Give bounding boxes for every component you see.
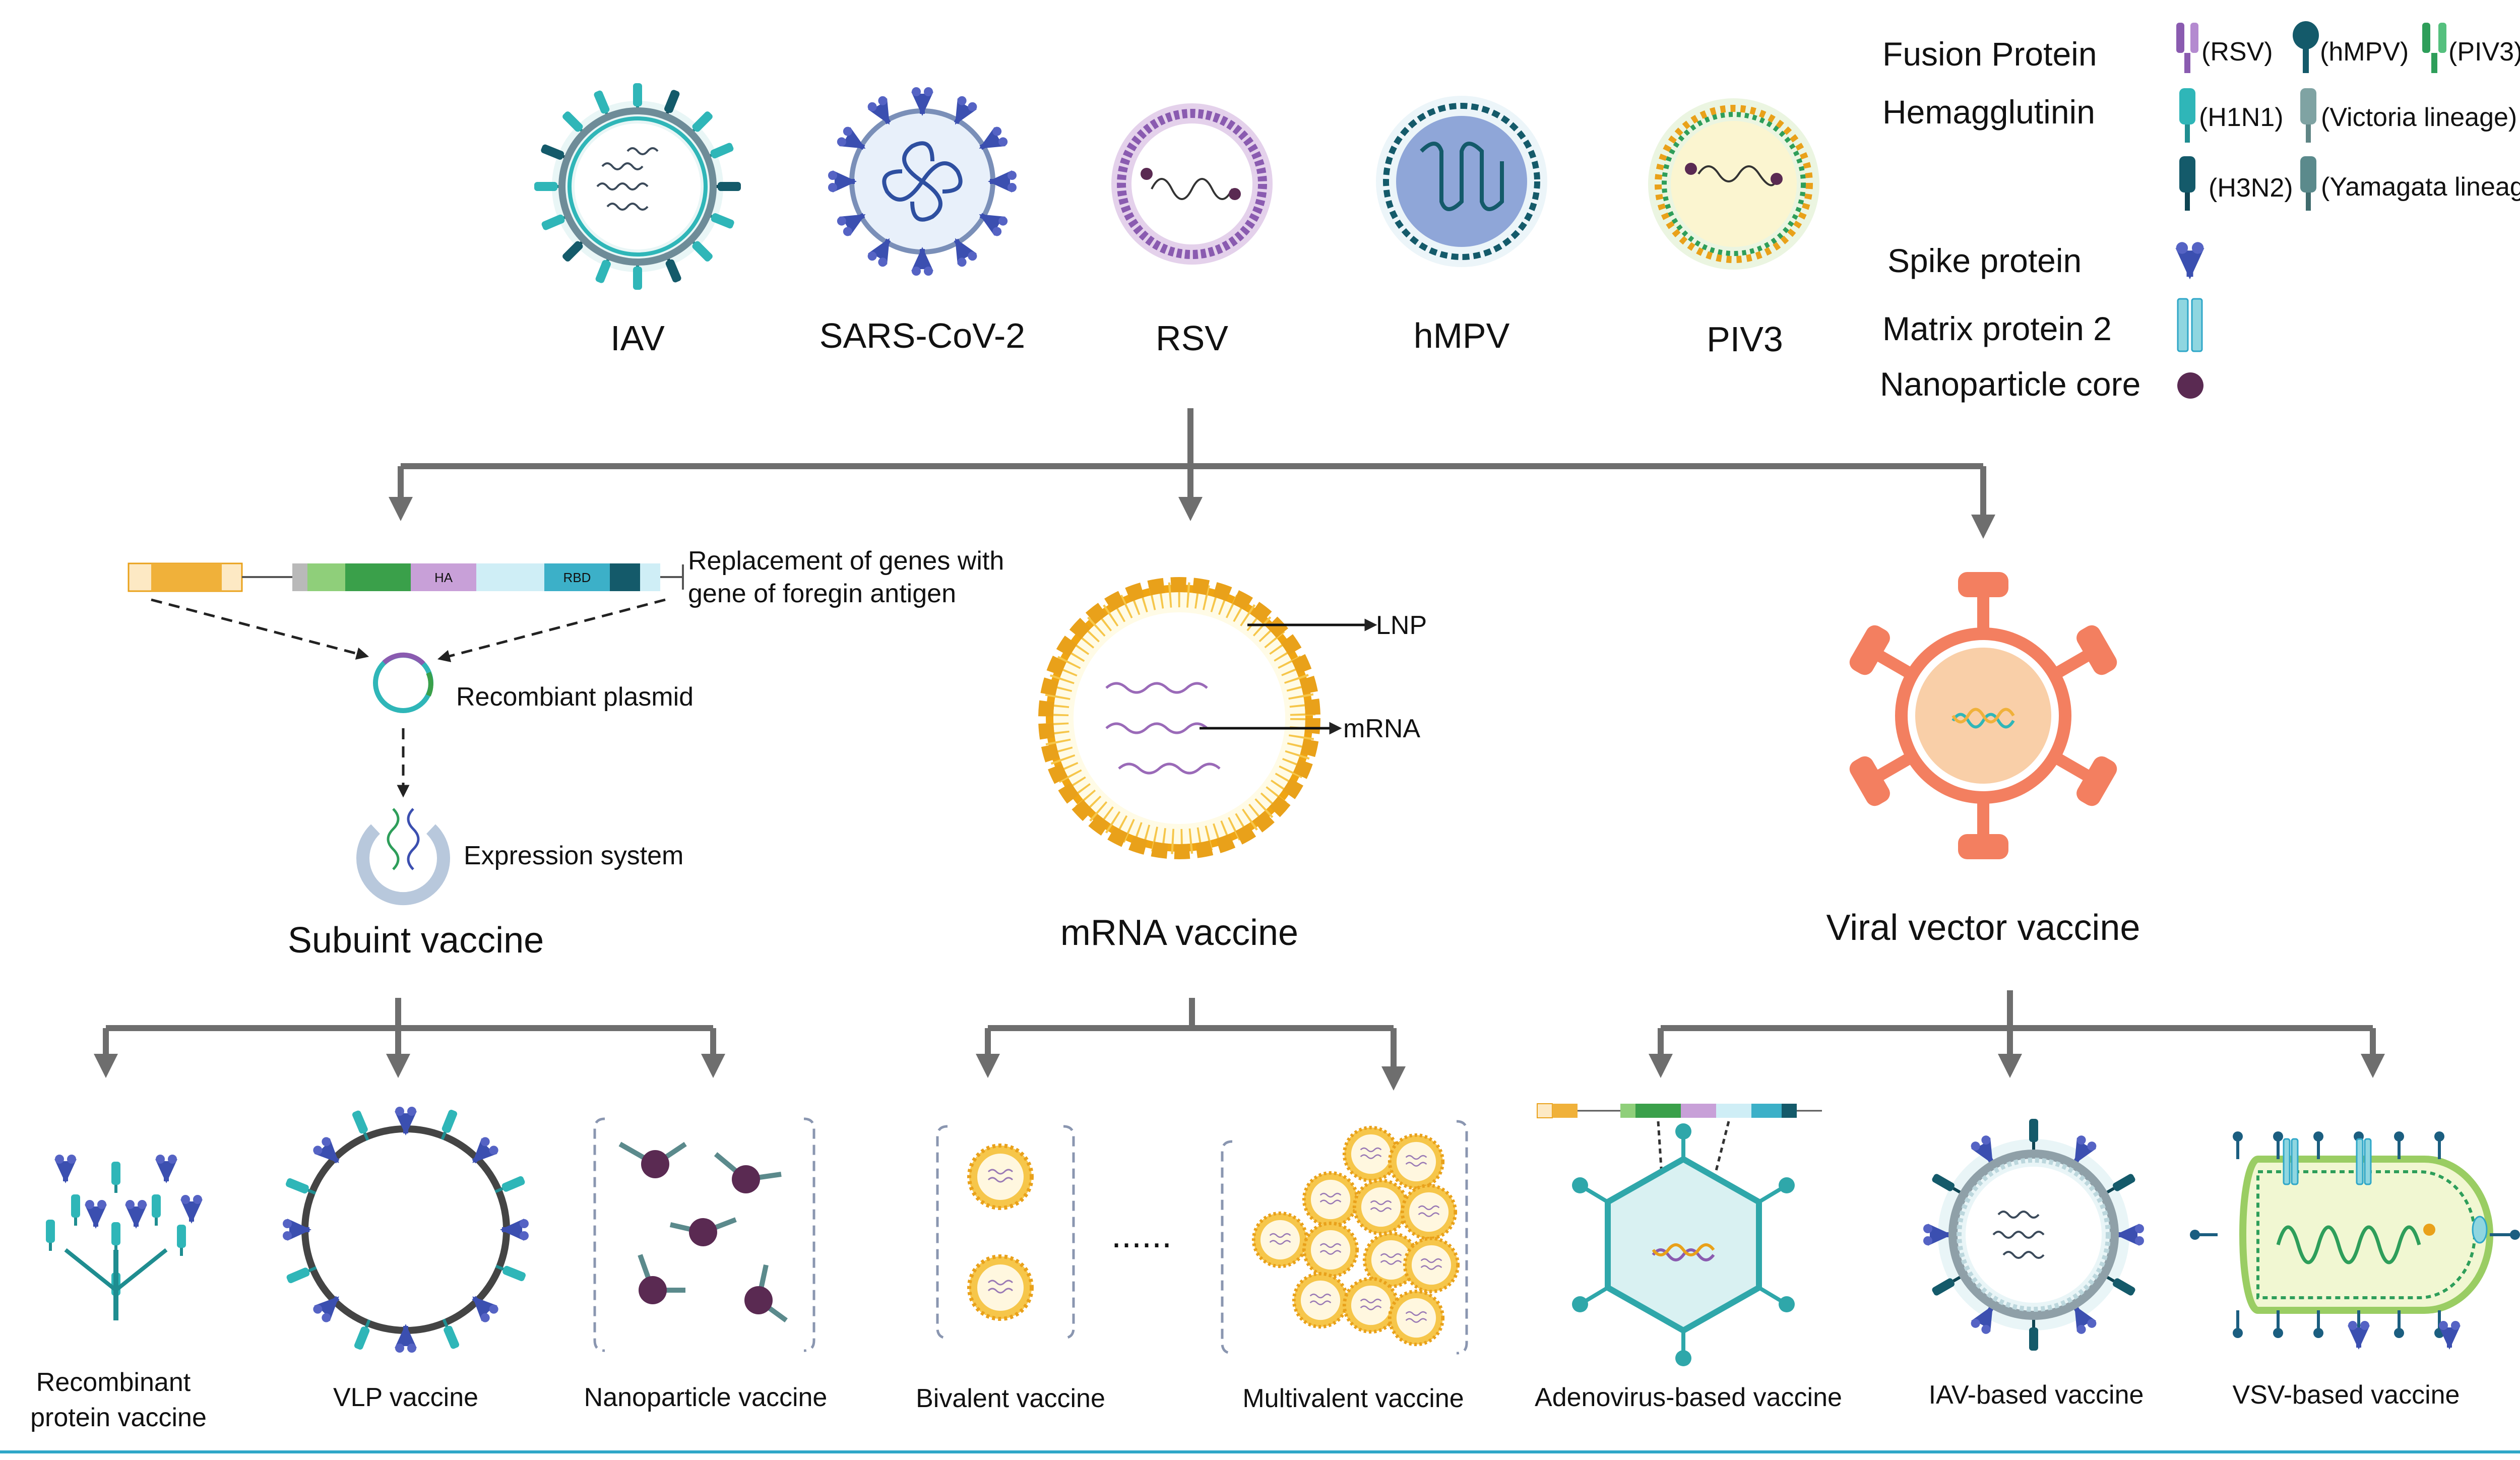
- expression-system-label: Expression system: [464, 841, 683, 870]
- vsv-based-label: VSV-based vaccine: [2233, 1380, 2460, 1410]
- mrna-vaccine-title: mRNA vaccine: [1060, 913, 1298, 953]
- gene-construct: [128, 562, 684, 592]
- recombinant-label-line1: Recombinant: [36, 1368, 191, 1397]
- legend-fusion-protein: Fusion Protein: [1882, 35, 2097, 73]
- ha-yamagata-icon: [2300, 156, 2316, 211]
- multivalent-icon: [1221, 1120, 1468, 1355]
- gene-ha-label: HA: [434, 570, 453, 585]
- virus-label-iav: IAV: [610, 319, 665, 358]
- ha-h3n2-icon: [2179, 156, 2195, 211]
- plasmid-dashed-arrows: [151, 598, 666, 798]
- replacement-label-line2: gene of foregin antigen: [688, 579, 956, 608]
- legend-fusion-piv3: (PIV3): [2448, 37, 2520, 67]
- fusion-protein-rsv-icon: [2176, 23, 2198, 73]
- vlp-icon: [283, 1107, 529, 1353]
- legend-matrix-protein: Matrix protein 2: [1882, 310, 2112, 347]
- spike-protein-icon: [2175, 242, 2204, 280]
- ha-h1n1-icon: [2179, 88, 2195, 143]
- legend-hemagglutinin: Hemagglutinin: [1882, 93, 2095, 131]
- recombinant-plasmid-label: Recombiant plasmid: [456, 682, 694, 712]
- lnp-label: LNP: [1376, 611, 1427, 640]
- virus-label-piv3: PIV3: [1707, 320, 1783, 359]
- iav-based-label: IAV-based vaccine: [1929, 1380, 2144, 1410]
- mrna-label: mRNA: [1343, 714, 1420, 743]
- subunit-vaccine-title: Subuint vaccine: [288, 920, 544, 961]
- legend-ha-h3n2: (H3N2): [2209, 173, 2293, 203]
- fusion-protein-hmpv-icon: [2293, 21, 2319, 73]
- virus-label-rsv: RSV: [1156, 319, 1228, 358]
- fusion-protein-piv3-icon: [2422, 23, 2446, 73]
- legend-ha-h1n1: (H1N1): [2199, 103, 2284, 132]
- plasmid-icon: [373, 652, 433, 713]
- sars-cov-2-virus-icon: [828, 87, 1017, 276]
- recombinant-protein-icon: [46, 1155, 203, 1320]
- piv3-virus-icon: [1648, 98, 1819, 270]
- legend-nanoparticle-core: Nanoparticle core: [1880, 365, 2140, 403]
- legend-fusion-hmpv: (hMPV): [2320, 37, 2409, 67]
- nanoparticle-core-icon: [2177, 372, 2203, 399]
- legend-fusion-rsv: (RSV): [2201, 37, 2273, 67]
- matrix-protein-icon: [2177, 298, 2203, 352]
- lnp-icon: [1038, 577, 1320, 859]
- legend-spike-protein: Spike protein: [1887, 242, 2082, 279]
- adenovirus-icon: [1537, 1103, 1822, 1366]
- iav-based-icon: [1923, 1119, 2144, 1351]
- bivalent-icon: [936, 1125, 1075, 1340]
- adenovirus-label: Adenovirus-based vaccine: [1535, 1383, 1842, 1412]
- vlp-label: VLP vaccine: [333, 1383, 478, 1412]
- expression-system-icon: [356, 808, 450, 906]
- ellipsis-dots: ......: [1111, 1215, 1172, 1255]
- gene-rbd-label: RBD: [563, 570, 591, 585]
- iav-virus-icon: [534, 83, 741, 290]
- legend-ha-yamagata: (Yamagata lineage): [2321, 172, 2520, 202]
- bottom-branch-arrows: [94, 990, 2385, 1091]
- viral-vector-vaccine-title: Viral vector vaccine: [1826, 908, 2140, 948]
- bivalent-label: Bivalent vaccine: [916, 1384, 1105, 1413]
- bottom-border-line: [0, 1450, 2520, 1453]
- nanoparticle-label: Nanoparticle vaccine: [584, 1383, 828, 1412]
- legend-ha-victoria: (Victoria lineage): [2321, 103, 2517, 132]
- hmpv-virus-icon: [1376, 96, 1547, 267]
- replacement-label-line1: Replacement of genes with: [688, 546, 1004, 576]
- recombinant-label-line2: protein vaccine: [30, 1403, 207, 1432]
- virus-label-hmpv: hMPV: [1414, 316, 1510, 355]
- virus-label-sars-cov-2: SARS-CoV-2: [820, 316, 1025, 355]
- viral-vector-icon: [1849, 572, 2117, 859]
- rsv-virus-icon: [1111, 103, 1273, 265]
- vsv-based-icon: [2190, 1131, 2520, 1350]
- nanoparticle-icon: [593, 1117, 815, 1352]
- top-branch-arrows: [389, 408, 1995, 539]
- multivalent-label: Multivalent vaccine: [1242, 1384, 1464, 1413]
- ha-victoria-icon: [2300, 88, 2316, 143]
- mrna-strands: [1105, 682, 1221, 775]
